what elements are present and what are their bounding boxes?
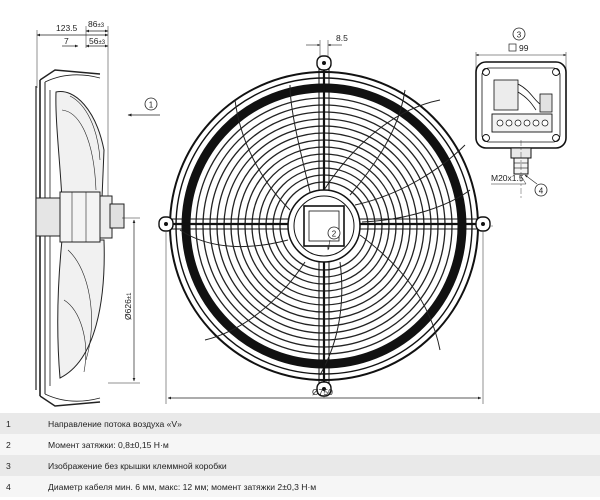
dim-side-total: 123.5 xyxy=(56,23,78,33)
dim-side-width: 86±3 xyxy=(88,19,105,29)
legend-row: 4 Диаметр кабеля мин. 6 мм, макс: 12 мм;… xyxy=(0,476,600,497)
side-view: 123.5 86±3 7 56±3 xyxy=(35,19,160,407)
callout-1: 1 xyxy=(149,101,154,110)
legend-number: 3 xyxy=(0,455,42,476)
technical-drawing: 123.5 86±3 7 56±3 xyxy=(35,19,567,407)
callout-3: 3 xyxy=(517,31,522,40)
legend-text: Направление потока воздуха «V» xyxy=(42,413,600,434)
dim-side-gap: 7 xyxy=(64,36,69,46)
legend-number: 2 xyxy=(0,434,42,455)
front-view: 2 8.5 Ø750 xyxy=(158,33,495,404)
legend-table: 1 Направление потока воздуха «V» 2 Момен… xyxy=(0,413,600,497)
legend-row: 2 Момент затяжки: 0,8±0,15 Н·м xyxy=(0,434,600,455)
dim-side-inner: 56±3 xyxy=(89,36,106,46)
dim-overall-diameter: Ø750 xyxy=(312,387,333,397)
callout-2: 2 xyxy=(332,230,337,239)
legend-row: 3 Изображение без крышки клеммной коробк… xyxy=(0,455,600,476)
legend-number: 4 xyxy=(0,476,42,497)
dim-flange-diameter: Ø626±1 xyxy=(123,292,133,320)
legend-text: Момент затяжки: 0,8±0,15 Н·м xyxy=(42,434,600,455)
guard-struts xyxy=(160,60,488,392)
blade-outlines xyxy=(179,84,471,376)
legend-number: 1 xyxy=(0,413,42,434)
legend-row: 1 Направление потока воздуха «V» xyxy=(0,413,600,434)
dim-top-offset: 8.5 xyxy=(336,33,348,43)
legend-text: Диаметр кабеля мин. 6 мм, макс: 12 мм; м… xyxy=(42,476,600,497)
mounting-lugs xyxy=(158,55,491,397)
dim-box-width: 99 xyxy=(519,43,529,53)
terminal-box-view: 3 99 M20x1.5 xyxy=(475,27,567,200)
legend-text: Изображение без крышки клеммной коробки xyxy=(42,455,600,476)
dim-cable-gland: M20x1.5 xyxy=(491,173,524,183)
callout-4: 4 xyxy=(539,187,544,196)
